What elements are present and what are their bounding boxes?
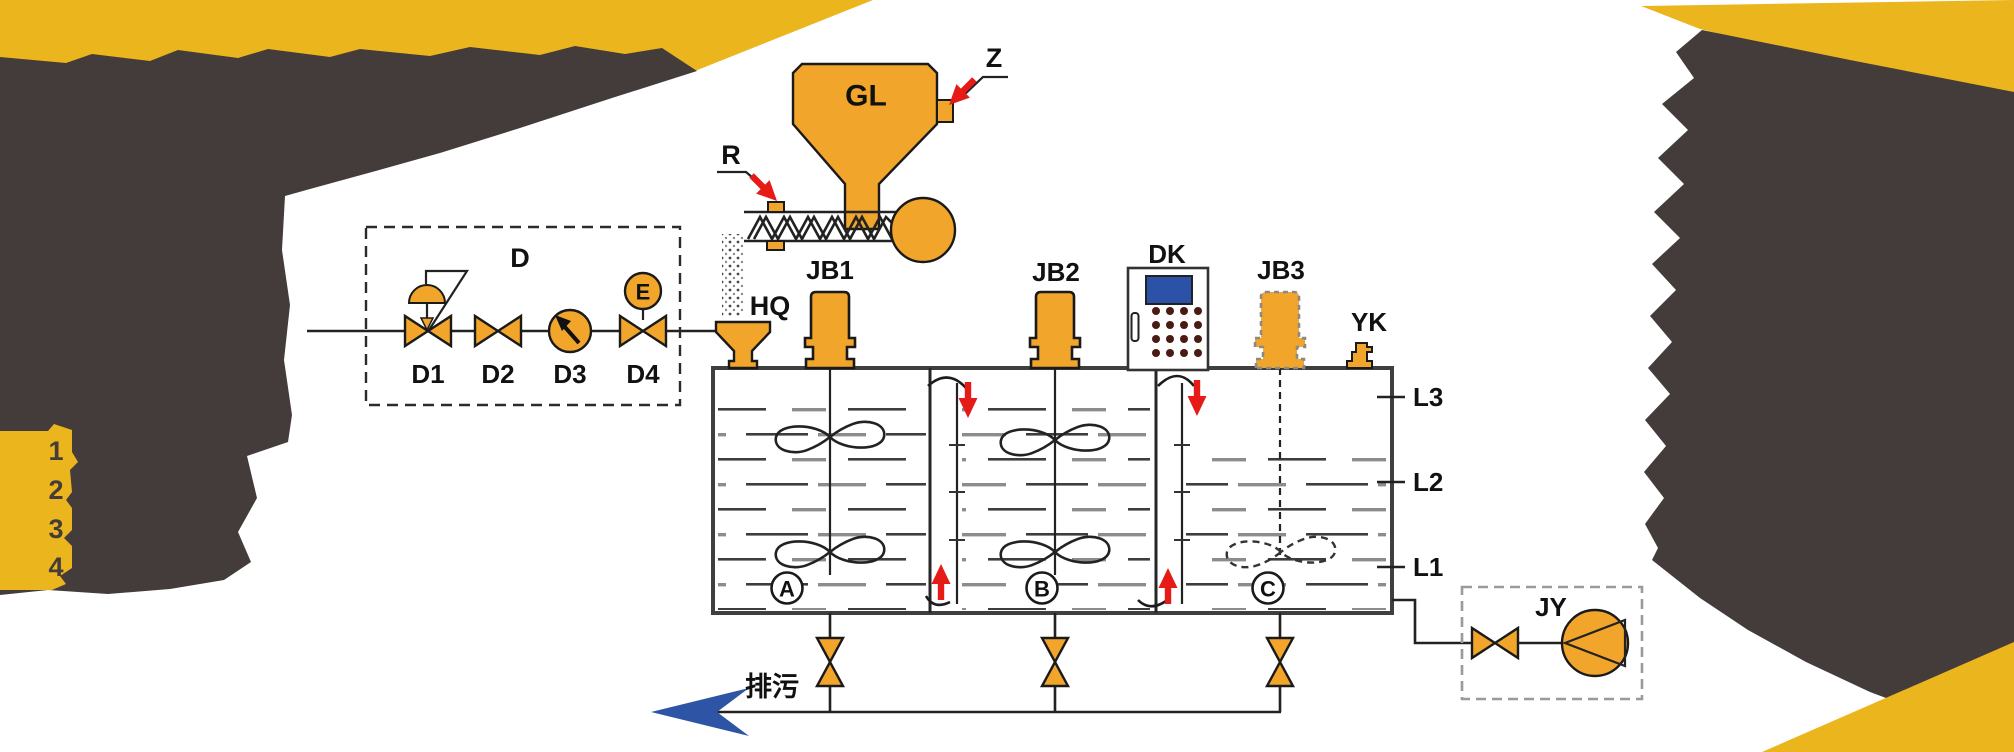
hopper-label: GL: [845, 80, 887, 113]
control-panel-label: DK: [1148, 239, 1186, 269]
pump-group: JY: [1392, 585, 1644, 701]
tank-a-label: A: [779, 577, 795, 602]
reducing-valve-flag: [424, 269, 470, 331]
pump-label: JY: [1535, 592, 1567, 622]
tank-top-equipment: HQ JB1 JB2 JB3 DK YK: [714, 239, 1387, 372]
list-item-4: 4: [48, 552, 63, 582]
mixing-funnel: [714, 320, 772, 370]
control-panel: DK: [1126, 239, 1210, 372]
mixer-motor-jb3: [1253, 290, 1307, 370]
valve-d4-label: D4: [626, 359, 660, 389]
list-item-1: 1: [48, 436, 63, 466]
mixer-jb1-label: JB1: [806, 255, 854, 285]
valve-d1-label: D1: [411, 359, 444, 389]
tank-c-label: C: [1260, 577, 1276, 602]
feeder-block-top: [767, 201, 785, 213]
funnel-label: HQ: [750, 291, 791, 321]
gauge-d3-label: D3: [553, 359, 586, 389]
tank-c-circle: [1251, 571, 1285, 605]
panel-screen: [1145, 275, 1193, 305]
valve-d4: [618, 314, 668, 348]
upflow-arrow-ab: [931, 564, 951, 600]
mask-top-right-yellow: [1641, 0, 2014, 96]
valve-train-group: D D1 D2 D3 E D4: [307, 225, 716, 407]
feeder-point-label: R: [721, 140, 741, 170]
valve-train-dashed-box: [364, 225, 682, 407]
screw-flights-2: [752, 214, 898, 242]
drain-valve-a: [815, 636, 845, 688]
underflow-arc-ab: [924, 595, 951, 607]
water-a: [718, 388, 926, 610]
mixer-motor-jb2: [1028, 290, 1082, 370]
pump-body: [1560, 608, 1630, 678]
gauge-needle: [562, 324, 581, 345]
reducing-valve-pointer: [419, 317, 435, 332]
drain-valve-c: [1265, 636, 1295, 688]
downflow-arrow-bc: [1187, 380, 1207, 416]
pump-dashed-box: [1460, 585, 1644, 701]
level-l3-label: L3: [1413, 382, 1443, 412]
mask-top-right-dark: [1644, 30, 2014, 740]
valve-d2-label: D2: [481, 359, 514, 389]
tank-b-circle: [1025, 571, 1059, 605]
screw-motor: [889, 196, 957, 264]
mask-bottom-right-yellow: [1762, 642, 2014, 752]
list-item-3: 3: [48, 514, 63, 544]
valve-group-label: D: [510, 243, 530, 273]
screw-flights: [746, 214, 899, 242]
pump-triangle: [1561, 618, 1627, 668]
water-c: [1186, 437, 1386, 610]
reducing-valve-dome: [407, 284, 447, 304]
feeder-block-bottom: [766, 240, 785, 251]
mixer-motor-jb1: [803, 290, 857, 370]
hopper-port-leader: [963, 75, 1008, 96]
drain-group: 排污: [651, 613, 1295, 736]
panel-slot: [1130, 312, 1140, 342]
hopper-group: GL R Z: [717, 43, 1008, 316]
solenoid-label: E: [636, 280, 651, 305]
valve-d2: [473, 314, 523, 348]
panel-keypad: [1152, 307, 1202, 357]
numbered-list-block: 1 2 3 4: [0, 424, 78, 590]
drain-arrow: [651, 688, 749, 736]
tank-group: A B C L3 L2 L1: [711, 366, 1443, 615]
level-l2-label: L2: [1413, 467, 1443, 497]
overflow-arc-ab: [927, 376, 967, 389]
level-switch: [1346, 342, 1373, 369]
tank-a-circle: [770, 571, 804, 605]
list-block-bg: [0, 424, 78, 590]
pump-suction-pipe: [1392, 598, 1472, 645]
upflow-arrow-bc: [1158, 568, 1178, 604]
baffle-ticks: [949, 444, 1190, 541]
mixer-jb3-label: JB3: [1257, 255, 1305, 285]
solenoid-coil: [623, 271, 663, 311]
level-switch-label: YK: [1351, 307, 1387, 337]
overflow-arc-bc: [1157, 374, 1196, 387]
underflow-arc-bc: [1137, 599, 1167, 608]
tank-b-label: B: [1034, 577, 1050, 602]
list-item-2: 2: [48, 475, 63, 505]
mask-top-left-dark: [0, 46, 697, 595]
mixer-jb2-label: JB2: [1032, 257, 1080, 287]
level-l1-label: L1: [1413, 552, 1443, 582]
hopper-port: [936, 99, 954, 123]
powder-stream: [722, 234, 744, 316]
pump-suction-valve: [1470, 626, 1520, 660]
drain-label: 排污: [745, 672, 799, 702]
drain-valve-b: [1040, 636, 1070, 688]
hopper-port-label: Z: [986, 43, 1003, 73]
gauge-needle-tip: [555, 315, 571, 331]
